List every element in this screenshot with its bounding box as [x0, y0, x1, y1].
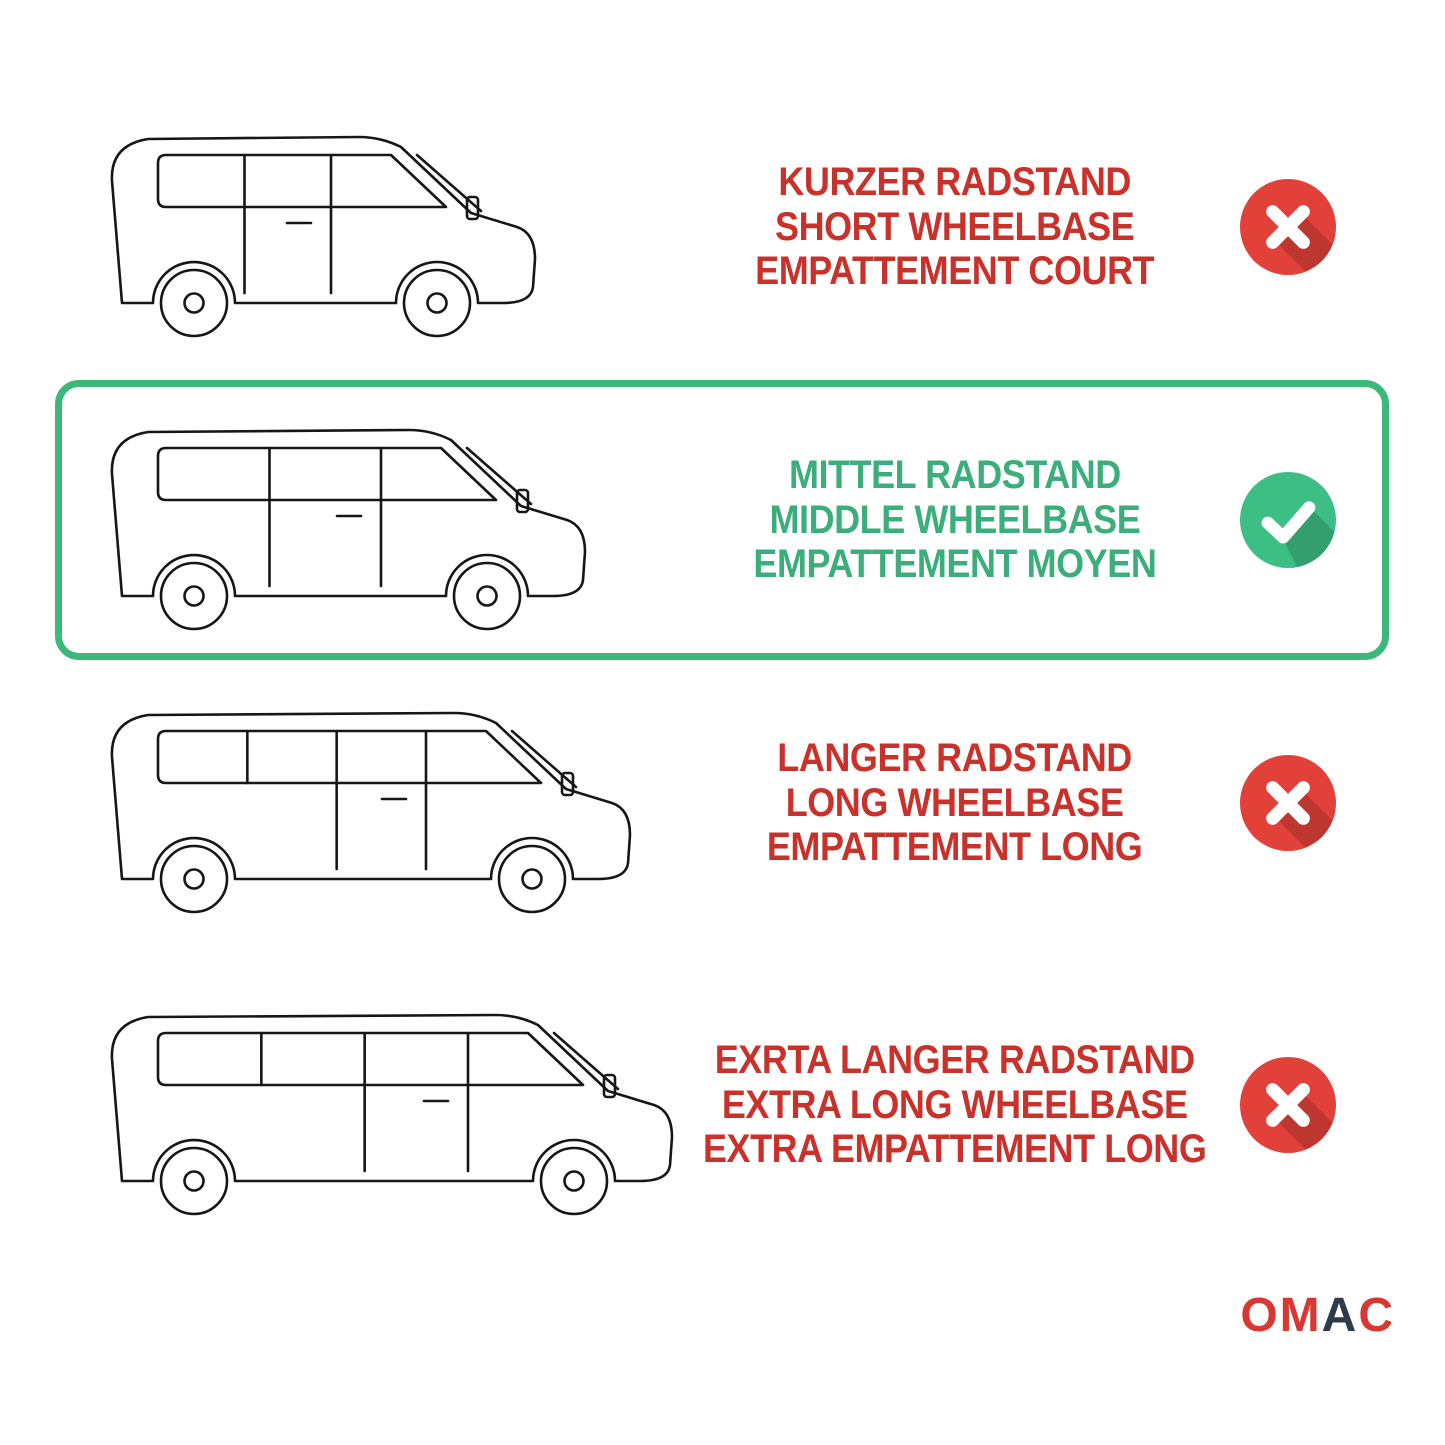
- omac-logo-letter: O: [1240, 1289, 1280, 1342]
- badge-cell: [1190, 179, 1445, 275]
- label-line-english: LONG WHEELBASE: [786, 780, 1124, 825]
- option-label-short: KURZER RADSTAND SHORT WHEELBASE EMPATTEM…: [755, 160, 1154, 294]
- omac-logo-letter: A: [1321, 1289, 1359, 1342]
- option-label-middle: MITTEL RADSTAND MIDDLE WHEELBASE EMPATTE…: [753, 453, 1156, 587]
- option-row-middle-wheelbase: MITTEL RADSTAND MIDDLE WHEELBASE EMPATTE…: [0, 392, 1445, 648]
- check-circle-icon: [1239, 472, 1336, 568]
- badge-cell: [1190, 1057, 1445, 1153]
- cross-circle-icon: [1239, 179, 1336, 275]
- extra-long-wheelbase-van-illustration: [92, 985, 684, 1225]
- label-line-french: EXTRA EMPATTEMENT LONG: [703, 1127, 1207, 1172]
- option-label-long: LANGER RADSTAND LONG WHEELBASE EMPATTEME…: [767, 735, 1143, 870]
- omac-logo: OMAC: [1240, 1292, 1395, 1340]
- text-cell: EXRTA LANGER RADSTAND EXTRA LONG WHEELBA…: [703, 1038, 1207, 1172]
- omac-logo-letter: C: [1358, 1289, 1395, 1342]
- short-wheelbase-van-illustration: [92, 107, 547, 347]
- van-cell: [0, 985, 720, 1225]
- label-line-german: EXRTA LANGER RADSTAND: [715, 1037, 1195, 1082]
- badge-cell: [1190, 755, 1445, 851]
- text-cell: KURZER RADSTAND SHORT WHEELBASE EMPATTEM…: [720, 160, 1190, 294]
- label-line-english: EXTRA LONG WHEELBASE: [722, 1082, 1188, 1127]
- label-line-english: SHORT WHEELBASE: [775, 204, 1135, 249]
- option-row-short-wheelbase: KURZER RADSTAND SHORT WHEELBASE EMPATTEM…: [0, 92, 1445, 362]
- label-line-english: MIDDLE WHEELBASE: [769, 497, 1141, 542]
- label-line-french: EMPATTEMENT COURT: [755, 249, 1155, 294]
- option-label-extra-long: EXRTA LANGER RADSTAND EXTRA LONG WHEELBA…: [703, 1037, 1207, 1172]
- cross-circle-icon: [1239, 1057, 1336, 1153]
- label-line-german: KURZER RADSTAND: [778, 159, 1132, 204]
- text-cell: MITTEL RADSTAND MIDDLE WHEELBASE EMPATTE…: [720, 453, 1190, 587]
- label-line-french: EMPATTEMENT MOYEN: [753, 542, 1157, 587]
- option-row-extra-long-wheelbase: EXRTA LANGER RADSTAND EXTRA LONG WHEELBA…: [0, 960, 1445, 1250]
- van-cell: [0, 683, 720, 923]
- option-row-long-wheelbase: LANGER RADSTAND LONG WHEELBASE EMPATTEME…: [0, 668, 1445, 938]
- label-line-german: LANGER RADSTAND: [777, 735, 1133, 780]
- van-cell: [0, 107, 720, 347]
- omac-logo-letter: M: [1279, 1289, 1322, 1342]
- label-line-french: EMPATTEMENT LONG: [767, 825, 1143, 870]
- middle-wheelbase-van-illustration: [92, 400, 597, 640]
- van-cell: [0, 400, 720, 640]
- cross-circle-icon: [1239, 755, 1336, 851]
- selected-option-highlight: [55, 380, 1389, 660]
- text-cell: LANGER RADSTAND LONG WHEELBASE EMPATTEME…: [720, 736, 1190, 870]
- label-line-german: MITTEL RADSTAND: [789, 452, 1121, 497]
- badge-cell: [1190, 472, 1445, 568]
- long-wheelbase-van-illustration: [92, 683, 642, 923]
